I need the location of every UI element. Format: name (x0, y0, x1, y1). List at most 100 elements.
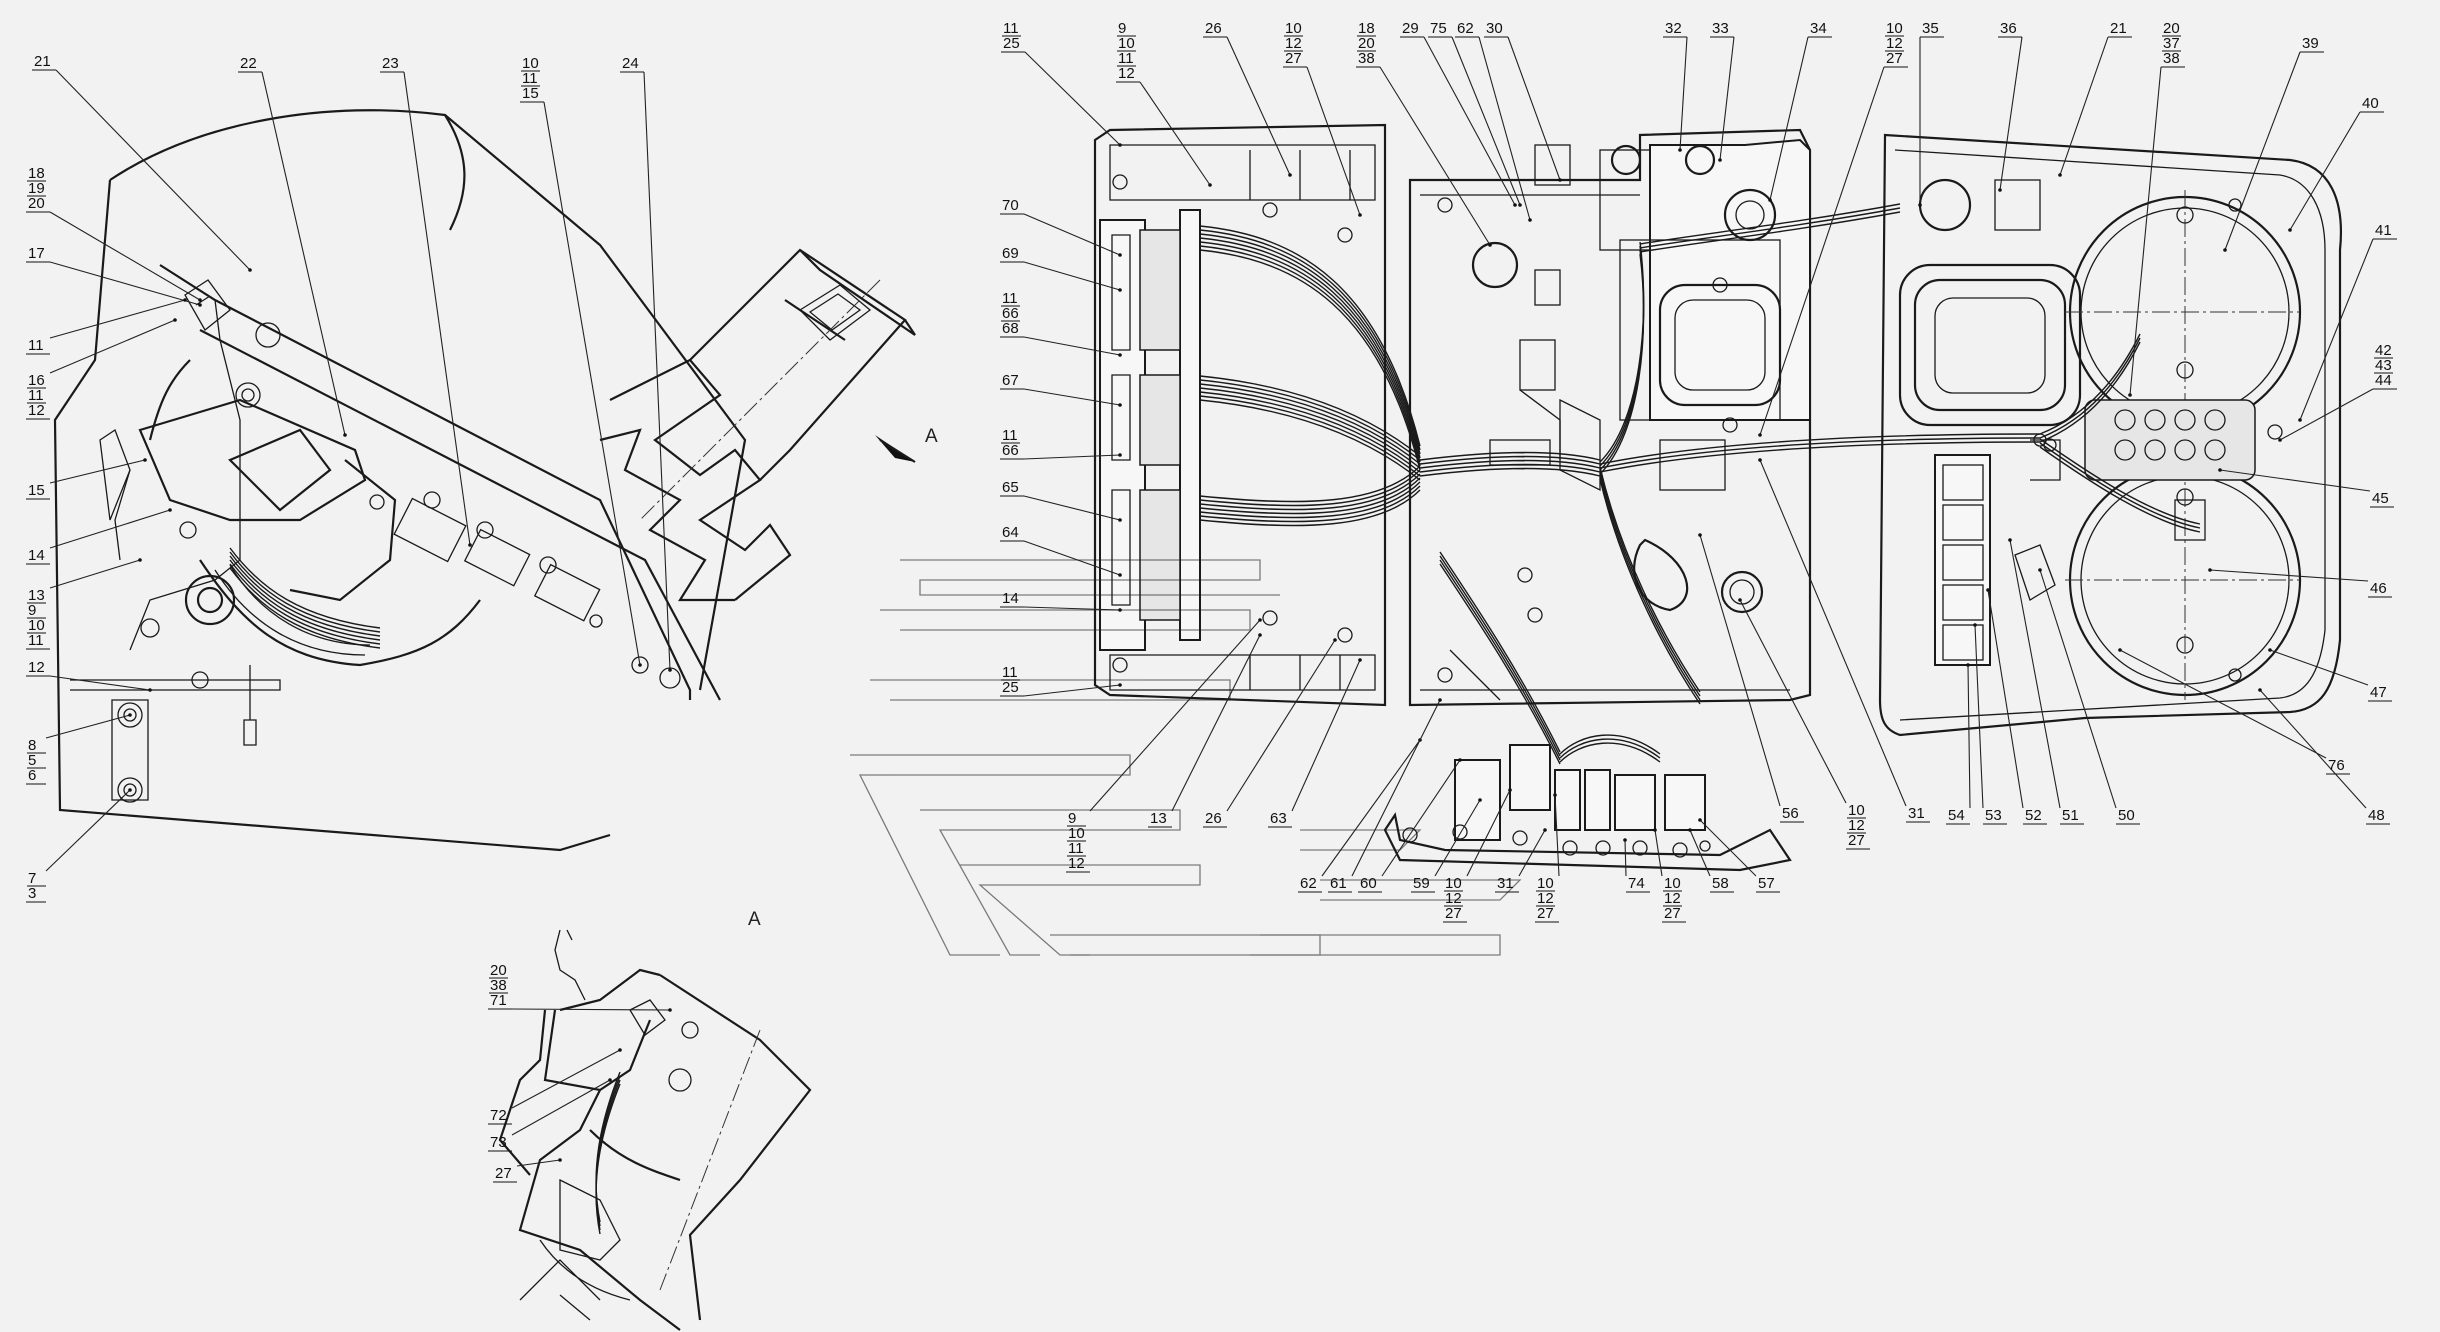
leader-line (2269, 649, 2369, 686)
wire-strand (1199, 233, 1421, 455)
callout-number: 76 (2328, 757, 2345, 774)
callout-number: 26 (1205, 810, 1222, 827)
callout-number: 29 (1402, 20, 1419, 37)
callout-number: 50 (2118, 807, 2135, 824)
callout-number: 18 (28, 165, 45, 182)
leader-line (1351, 699, 1441, 877)
leader-dot (138, 558, 142, 562)
callout-number: 65 (1002, 479, 1019, 496)
wire-strand (1199, 489, 1421, 527)
leader-line (1423, 36, 1516, 206)
leader-dot (1918, 203, 1922, 207)
wire-strand (2039, 337, 2141, 439)
leader-dot (173, 318, 177, 322)
leader-line (1466, 789, 1511, 877)
wire-strand (1419, 467, 1601, 477)
callout-number: 22 (240, 55, 257, 72)
leader-line (45, 714, 131, 739)
leader-line (1987, 589, 2024, 809)
leader-dot (1758, 433, 1762, 437)
leader-line (2299, 238, 2374, 421)
callout-number: 27 (1445, 905, 1462, 922)
callout-number: 34 (1810, 20, 1827, 37)
leader-line (1759, 66, 1885, 436)
callout-number: 3 (28, 885, 36, 902)
leader-line (2289, 111, 2361, 231)
callout-number: 10 (1848, 802, 1865, 819)
leader-dot (198, 298, 202, 302)
leader-line (2119, 649, 2327, 759)
callout-number: 16 (28, 372, 45, 389)
wire-strand (1599, 253, 1645, 475)
wire-strand (1639, 211, 1901, 253)
callout-number: 61 (1330, 875, 1347, 892)
callout-number: 21 (2110, 20, 2127, 37)
leader-line (2039, 569, 2117, 809)
leader-line (1023, 454, 1121, 460)
leader-line (516, 1159, 561, 1167)
leader-dot (2278, 438, 2282, 442)
callout-number: 12 (1886, 35, 1903, 52)
leader-line (1759, 459, 1907, 807)
leader-dot (1966, 663, 1970, 667)
leader-line (1023, 213, 1121, 256)
leader-dot (2258, 688, 2262, 692)
leader-dot (1208, 183, 1212, 187)
wire-strand (1599, 470, 1701, 697)
callout-number: 58 (1712, 875, 1729, 892)
callout-number: 15 (28, 482, 45, 499)
leader-dot (1258, 633, 1262, 637)
wire-strand (1199, 237, 1421, 459)
wire-strand (1199, 245, 1421, 467)
callout-number: 9 (1118, 20, 1126, 37)
callout-number: 64 (1002, 524, 1019, 541)
wire-strand (1599, 441, 2041, 473)
wire-strand (1199, 375, 1421, 457)
leader-line (1719, 36, 1735, 161)
wire-strand (1559, 734, 1661, 755)
leader-line (49, 559, 141, 589)
leader-dot (183, 298, 187, 302)
hidden-contours (850, 559, 1522, 956)
relay-block (1383, 744, 1792, 872)
leader-line (1507, 36, 1561, 181)
wire-strand (1199, 225, 1421, 447)
callout-number: 56 (1782, 805, 1799, 822)
callout-number: 23 (382, 55, 399, 72)
callout-number: 38 (490, 977, 507, 994)
wire-strand (2039, 446, 2201, 533)
leader-line (511, 1079, 611, 1136)
leader-line (1321, 739, 1421, 877)
leader-dot (1623, 838, 1627, 842)
callout-number: 21 (34, 53, 51, 70)
leader-dot (1698, 533, 1702, 537)
wire-strand (1439, 551, 1561, 753)
leader-line (511, 1049, 621, 1109)
callout-number: 33 (1712, 20, 1729, 37)
wire-strand (1599, 433, 2041, 465)
leader-dot (2298, 418, 2302, 422)
callout-number: 43 (2375, 357, 2392, 374)
leader-dot (2208, 568, 2212, 572)
leader-line (1451, 36, 1521, 206)
callout-number: 11 (28, 337, 44, 354)
wire-strand (1439, 563, 1561, 765)
view-arrow-a: A A (748, 426, 938, 930)
wire-strand (229, 567, 381, 649)
wire-strand (1559, 738, 1661, 759)
leader-line (49, 211, 201, 301)
wire-strand (1199, 395, 1421, 477)
leader-line (2279, 388, 2374, 441)
leader-line (2009, 539, 2061, 809)
callout-number: 5 (28, 752, 36, 769)
leader-line (49, 299, 186, 339)
leader-line (49, 509, 171, 549)
leader-line (2209, 569, 2369, 582)
leader-line (1023, 388, 1121, 406)
wire-strand (1419, 463, 1601, 473)
callout-number: 6 (28, 767, 36, 784)
callout-number: 9 (28, 602, 36, 619)
wire-strand (1419, 459, 1601, 469)
leader-dot (148, 688, 152, 692)
